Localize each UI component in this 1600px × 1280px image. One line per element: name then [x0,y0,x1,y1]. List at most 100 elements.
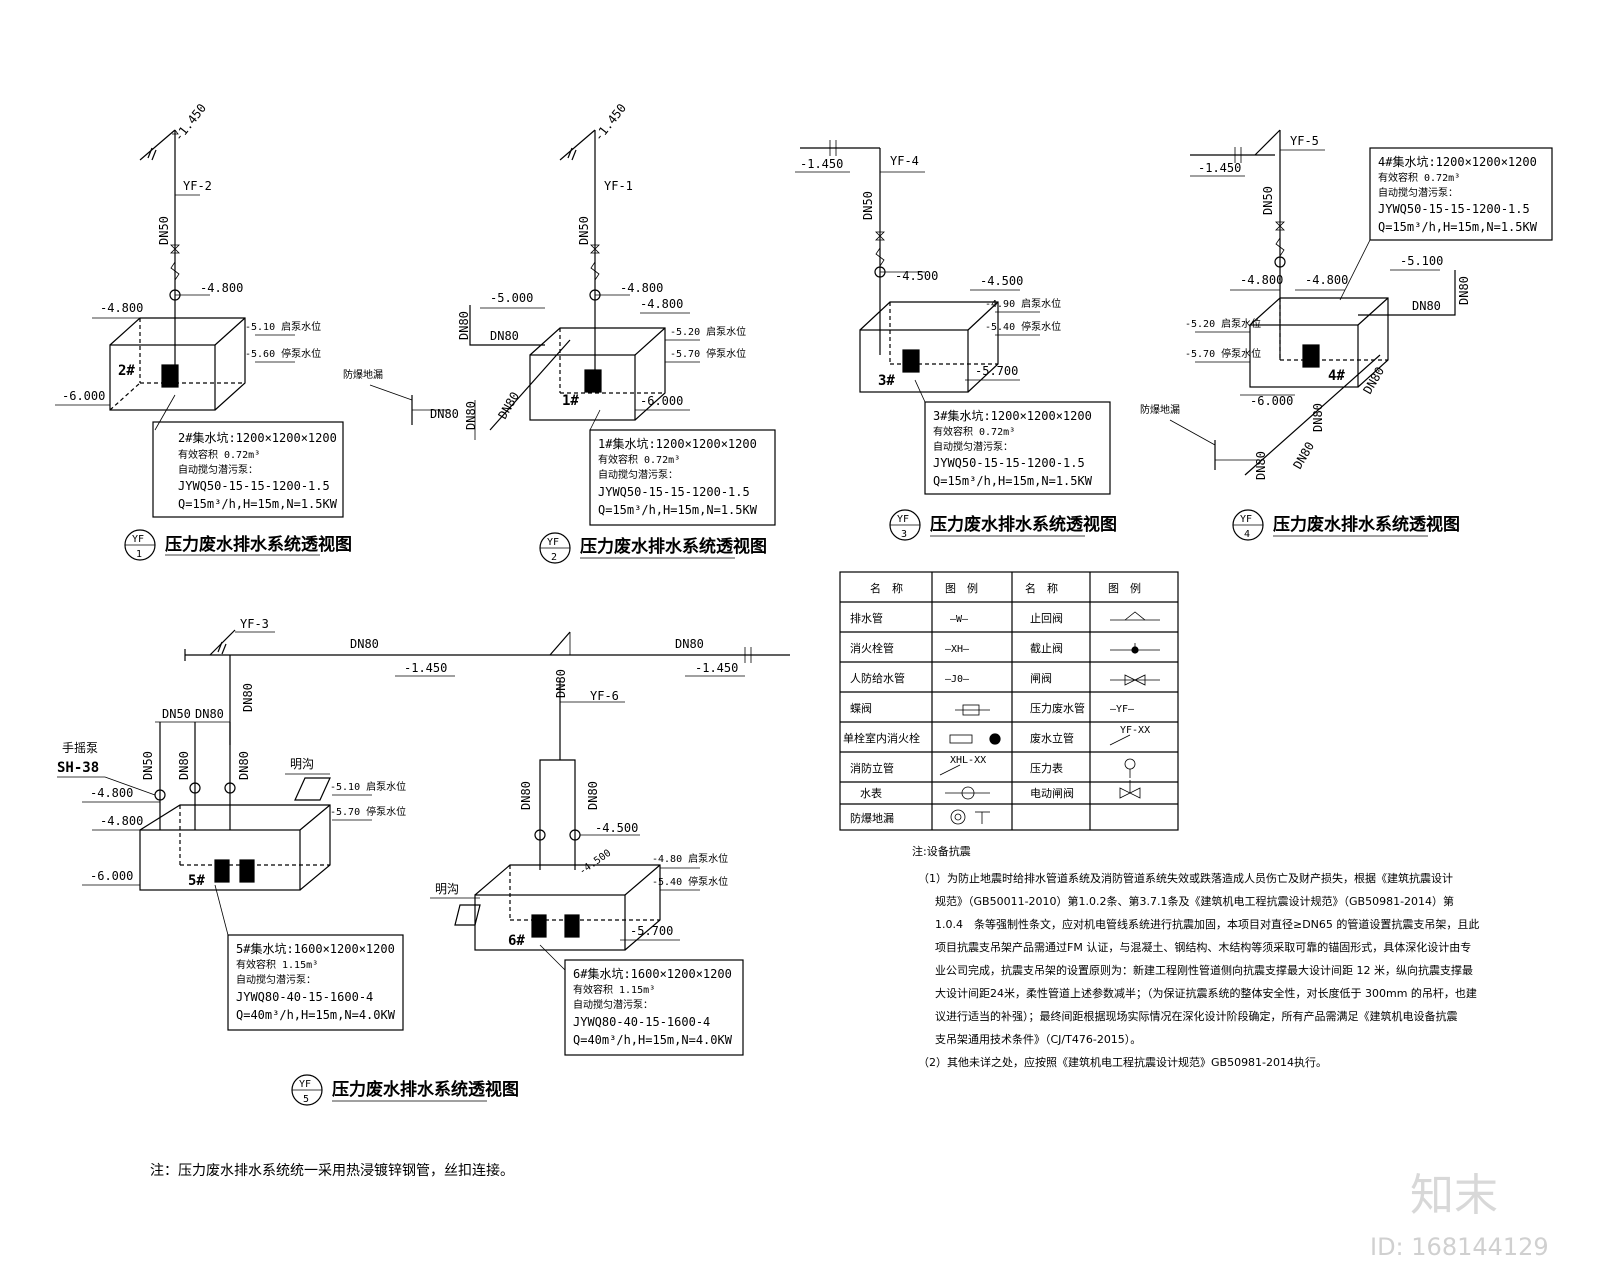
panel-yf3: -1.450 YF-4 DN50 -4.500 -4.500 3# -4.90 … [795,140,1117,541]
yf3-title: 压力废水排水系统透视图 [930,514,1117,535]
yf5-hand-model: SH-38 [57,760,99,776]
fire-hydrant-icon [949,733,1001,745]
yf2-bottom-level: -6.000 [640,394,683,408]
yf5-pit5-level-b: -4.800 [100,814,143,828]
legend-header-1: 图 例 [945,581,978,595]
legend-row0-symbol: —W— [950,614,969,625]
yf5-pump-dn80b: DN80 [237,751,251,780]
yf1-top-level: -1.450 [171,101,209,144]
yf5-spec6-3: JYWQ80-40-15-1600-4 [573,1015,710,1029]
yf4-bottom-level: -6.000 [1250,394,1293,408]
yf5-spec6-1: 有效容积 1.15m³ [573,983,655,996]
yf1-level-a: -4.800 [200,281,243,295]
yf5-spec5-4: Q=40m³/h,H=15m,N=4.0KW [236,1008,396,1022]
yf4-tag-top: YF [1240,514,1252,525]
yf1-spec-0: 2#集水坑:1200×1200×1200 [178,430,337,445]
legend-row6-name2: 电动闸阀 [1030,786,1074,800]
legend-row1-name2: 截止阀 [1030,641,1063,655]
yf4-top-level: -1.450 [1198,161,1241,175]
yf5-tag-top: YF [299,1079,311,1090]
bottom-note: 注：压力废水排水系统统一采用热浸镀锌钢管，丝扣连接。 [150,1162,514,1179]
yf2-spec-2: 自动搅匀潜污泵： [598,468,678,481]
yf5-spec6-0: 6#集水坑:1600×1200×1200 [573,966,732,981]
yf1-stop-level: -5.60 停泵水位 [245,347,321,360]
yf5-tag-bot: 5 [303,1094,309,1105]
yf5-pit5-level-a: -4.800 [90,786,133,800]
yf4-spec-4: Q=15m³/h,H=15m,N=1.5KW [1378,220,1538,234]
yf2-level-a: -4.800 [620,281,663,295]
yf1-spec-1: 有效容积 0.72m³ [178,448,260,461]
legend-row1-symbol: —XH— [945,644,970,655]
yf5-pit6-start: -4.80 启泵水位 [652,852,728,865]
yf4-tag-bot: 4 [1244,529,1250,540]
yf5-spec5-2: 自动搅匀潜污泵： [236,973,316,986]
yf1-spec-4: Q=15m³/h,H=15m,N=1.5KW [178,497,338,511]
yf2-spec-0: 1#集水坑:1200×1200×1200 [598,436,757,451]
check-valve-icon [1110,611,1160,621]
gate-valve-icon [1110,674,1160,686]
legend-row4-symbol2: YF-XX [1120,725,1150,736]
yf2-spec-3: JYWQ50-15-15-1200-1.5 [598,485,750,499]
yf4-dn80-a: DN80 [1412,299,1441,313]
yf1-riser-tag: YF-2 [183,179,212,193]
yf5-riser-dn-b: DN80 [554,669,568,698]
yf3-stop-level: -5.40 停泵水位 [985,320,1061,333]
yf5-pit5-stop: -5.70 停泵水位 [330,805,406,818]
yf4-spec-3: JYWQ50-15-15-1200-1.5 [1378,202,1530,216]
yf5-pit5-bottom: -6.000 [90,869,133,883]
yf2-dn80-a: DN80 [457,311,471,340]
yf4-dn80-f: DN80 [1254,451,1268,480]
yf5-riser-dn-a: DN80 [241,683,255,712]
yf1-start-level: -5.10 启泵水位 [245,320,321,333]
watermark-id: ID: 168144129 [1370,1233,1549,1261]
yf4-level-a: -4.800 [1240,273,1283,287]
yf2-riser-tag: YF-1 [604,179,633,193]
yf4-riser-tag: YF-5 [1290,134,1319,148]
yf5-main-a: DN80 [350,637,379,651]
yf2-level-b: -4.800 [640,297,683,311]
yf2-spec-1: 有效容积 0.72m³ [598,453,680,466]
yf3-riser-tag: YF-4 [890,154,919,168]
legend-row4-name: 单栓室内消火栓 [843,731,920,745]
yf5-spec5-1: 有效容积 1.15m³ [236,958,318,971]
panel-yf4: -1.450 YF-5 DN50 -4.800 -4.800 -5.100 4#… [1140,129,1553,541]
panel-yf5: YF-3 DN80 -1.450 DN80 -1.450 DN80 DN50 D… [57,617,790,1106]
yf4-dn80-d: DN80 [1311,403,1325,432]
yf4-spec-1: 有效容积 0.72m³ [1378,171,1460,184]
yf2-tag-bot: 2 [551,552,557,563]
yf2-tag-top: YF [547,537,559,548]
notes-line-5: 大设计间距24米，柔性管道上述参数减半；（为保证抗震系统的整体安全性，对长度低于… [935,986,1477,1000]
floor-drain-icon [950,809,990,825]
yf5-spec5-0: 5#集水坑:1600×1200×1200 [236,941,395,956]
legend-row2-name: 人防给水管 [850,671,905,685]
yf2-dn80-b: DN80 [490,329,519,343]
legend-row4-name2: 废水立管 [1030,731,1074,745]
panel-yf2: -1.450 YF-1 DN50 -4.800 -4.800 -5.000 DN… [343,101,776,564]
yf5-main-level-b: -1.450 [695,661,738,675]
yf4-start-level: -5.20 启泵水位 [1185,317,1261,330]
notes-line-4: 业公司完成，抗震支吊架的设置原则为：新建工程刚性管道侧向抗震支撑最大设计间距 1… [935,963,1473,977]
legend-row1-name: 消火栓管 [850,641,894,655]
notes-line-2: 1.0.4 条等强制性条文，应对机电管线系统进行抗震加固，本项目对直径≥DN65… [935,917,1479,931]
legend-header-3: 图 例 [1108,581,1141,595]
legend-row3-symbol2: —YF— [1110,704,1135,715]
yf1-tag-top: YF [132,534,144,545]
legend-row0-name2: 止回阀 [1030,611,1063,625]
yf4-spec-2: 自动搅匀潜污泵： [1378,186,1458,199]
yf1-title: 压力废水排水系统透视图 [165,534,352,555]
yf3-spec-2: 自动搅匀潜污泵： [933,440,1013,453]
legend-row5-name: 消防立管 [850,761,894,775]
panel-yf1: -1.450 YF-2 DN50 -4.800 -4.800 2# -5.10 … [55,101,352,561]
notes-line-8: （2）其他未详之处，应按照《建筑机电工程抗震设计规范》GB50981-2014执… [918,1055,1327,1069]
yf5-spec5-3: JYWQ80-40-15-1600-4 [236,990,373,1004]
yf5-ditch-a: 明沟 [290,757,314,771]
globe-valve-icon [1110,643,1160,654]
yf5-title: 压力废水排水系统透视图 [332,1079,519,1100]
yf1-bottom-level: -6.000 [62,389,105,403]
yf4-dn80-b: DN80 [1457,276,1471,305]
notes-line-0: （1）为防止地震时给排水管道系统及消防管道系统失效或跌落造成人员伤亡及财产损失，… [918,871,1453,885]
yf3-spec-3: JYWQ50-15-15-1200-1.5 [933,456,1085,470]
yf2-dn80-e: DN80 [430,407,459,421]
yf1-pipe-dn: DN50 [157,216,171,245]
